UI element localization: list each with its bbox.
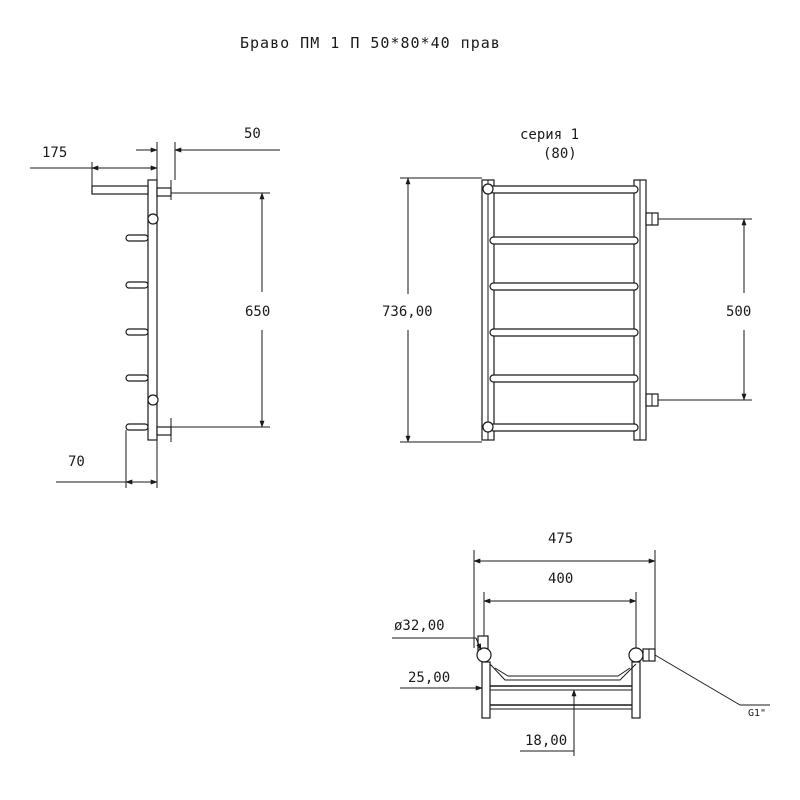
front-rung xyxy=(489,282,639,291)
front-rung xyxy=(489,423,639,432)
series-sub: (80) xyxy=(543,146,577,162)
dim-top-total-width: 475 xyxy=(548,531,573,547)
side-top-bar xyxy=(91,185,149,195)
front-rung xyxy=(489,185,639,194)
side-fitting-bottom xyxy=(156,426,172,436)
dim-top-bar-diameter: 18,00 xyxy=(525,733,567,749)
dim-front-axis: 500 xyxy=(726,304,751,320)
front-rung xyxy=(489,328,639,337)
dim-side-depth: 50 xyxy=(244,126,261,142)
dim-top-bar-offset: 25,00 xyxy=(408,670,450,686)
top-view: 475 400 ø32,00 25,00 18,00 xyxy=(392,531,770,756)
front-view: серия 1 (80) 736,00 500 xyxy=(382,127,752,443)
dim-side-offset: 175 xyxy=(42,145,67,161)
dim-front-height: 736,00 xyxy=(382,304,433,320)
dim-top-inner-width: 400 xyxy=(548,571,573,587)
thread-label: G1" xyxy=(748,708,766,719)
side-view: 175 50 650 70 xyxy=(30,126,280,488)
dim-side-connection: 650 xyxy=(245,304,270,320)
side-fitting-top xyxy=(156,187,172,197)
dim-top-pipe-diameter: ø32,00 xyxy=(394,618,445,634)
side-main-tube xyxy=(147,179,158,441)
side-joint-bottom xyxy=(147,394,159,406)
front-rung xyxy=(489,374,639,383)
drawing-title: Браво ПМ 1 П 50*80*40 прав xyxy=(240,34,501,52)
front-rung xyxy=(489,236,639,245)
top-left-tube xyxy=(476,647,492,663)
series-label: серия 1 xyxy=(520,127,579,143)
dim-side-bottom: 70 xyxy=(68,454,85,470)
side-joint-top xyxy=(147,213,159,225)
top-right-tube xyxy=(628,647,644,663)
